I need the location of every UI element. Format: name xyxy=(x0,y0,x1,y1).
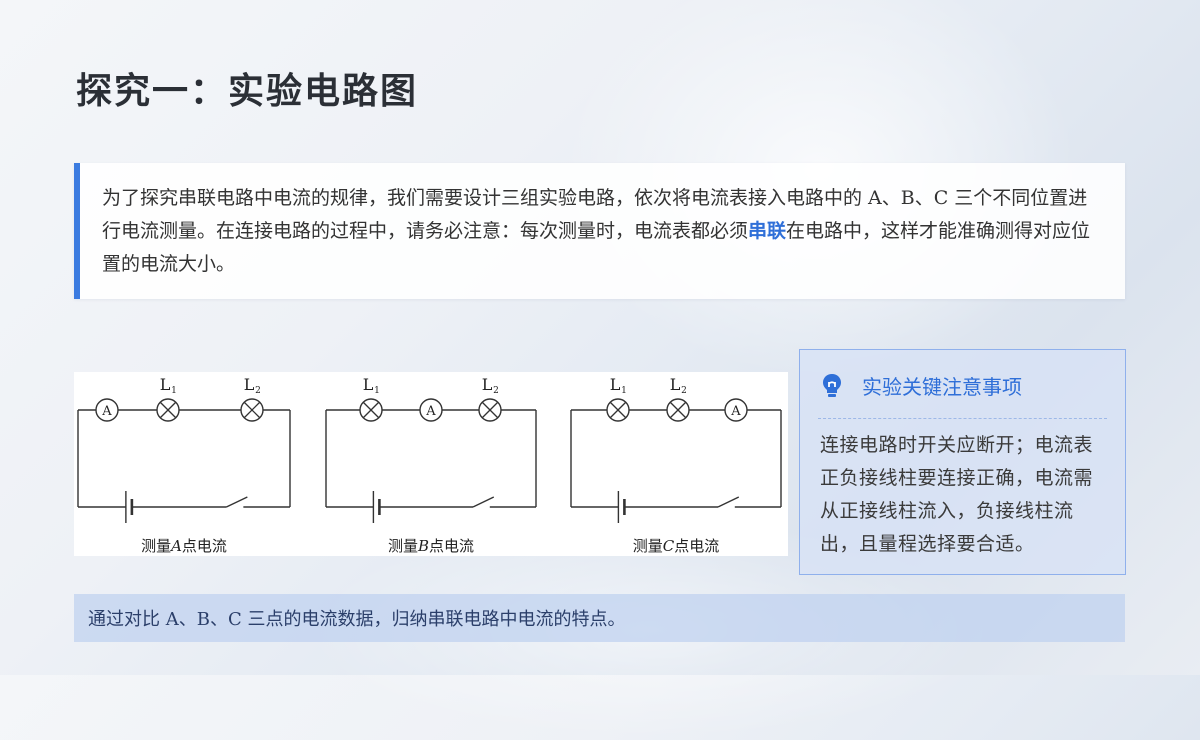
lamp-cross xyxy=(160,402,176,418)
lamp-subscript: 2 xyxy=(493,386,499,396)
circuit-caption-part: 点电流 xyxy=(674,537,719,555)
lamp-cross xyxy=(482,402,498,418)
notes-body: 连接电路时开关应断开；电流表正负接线柱要连接正确，电流需从正接线柱流入，负接线柱… xyxy=(820,434,1094,555)
lamp-label: L xyxy=(482,375,493,394)
circuit-caption-part: 点电流 xyxy=(429,537,474,555)
lamp-subscript: 2 xyxy=(681,386,687,396)
page-title: 探究一：实验电路图 xyxy=(76,71,419,112)
circuit-caption-part: 点电流 xyxy=(182,537,227,555)
ammeter-symbol xyxy=(95,398,119,422)
switch-lever xyxy=(717,496,740,508)
intro-panel: 为了探究串联电路中电流的规律，我们需要设计三组实验电路，依次将电流表接入电路中的… xyxy=(74,163,1125,299)
switch-lever xyxy=(472,496,495,508)
ammeter-label: A xyxy=(101,404,112,419)
lamp-subscript: 1 xyxy=(621,386,627,396)
circuit-caption: 测量C点电流 xyxy=(633,537,720,555)
notes-card: 实验关键注意事项 连接电路时开关应断开；电流表正负接线柱要连接正确，电流需从正接… xyxy=(799,349,1126,575)
switch-lever xyxy=(226,496,248,508)
lamp-label: L xyxy=(610,375,621,394)
lamp-cross xyxy=(610,402,626,418)
lamp-subscript: 2 xyxy=(255,386,261,396)
circuit-caption-part: 测量 xyxy=(141,537,171,555)
lamp-cross xyxy=(670,402,686,418)
intro-text-end: 在电路中，这样才能准确测得对应位置的电流大小。 xyxy=(102,220,1091,275)
lightbulb-icon xyxy=(818,371,846,399)
lamp-label: L xyxy=(160,375,171,394)
notes-header: 实验关键注意事项 xyxy=(818,370,1022,400)
lamp-label: L xyxy=(670,375,681,394)
summary-text: 通过对比 A、B、C 三点的电流数据，归纳串联电路中电流的特点。 xyxy=(88,609,626,630)
notes-divider xyxy=(818,418,1107,419)
lamp-label: L xyxy=(244,375,255,394)
ammeter-symbol xyxy=(724,398,748,422)
ammeter-symbol xyxy=(419,398,443,422)
circuit-caption-part: A xyxy=(169,537,182,555)
circuit-caption-part: C xyxy=(663,537,675,555)
ammeter-label: A xyxy=(425,404,436,419)
circuit-caption: 测量A点电流 xyxy=(141,537,227,555)
summary-bar: 通过对比 A、B、C 三点的电流数据，归纳串联电路中电流的特点。 xyxy=(74,594,1125,642)
lamp-subscript: 1 xyxy=(374,386,380,396)
lamp-cross xyxy=(363,402,379,418)
circuit-caption: 测量B点电流 xyxy=(388,537,474,555)
lamp-subscript: 1 xyxy=(171,386,177,396)
lamp-label: L xyxy=(363,375,374,394)
intro-highlight: 串联 xyxy=(748,220,787,242)
ammeter-label: A xyxy=(730,404,741,419)
lamp-cross xyxy=(244,402,260,418)
intro-text: 为了探究串联电路中电流的规律，我们需要设计三组实验电路，依次将电流表接入电路中的… xyxy=(102,187,1088,242)
circuit-caption-part: 测量 xyxy=(388,537,418,555)
circuit-caption-part: 测量 xyxy=(633,537,663,555)
circuit-caption-part: B xyxy=(417,537,429,555)
notes-title: 实验关键注意事项 xyxy=(862,374,1022,399)
